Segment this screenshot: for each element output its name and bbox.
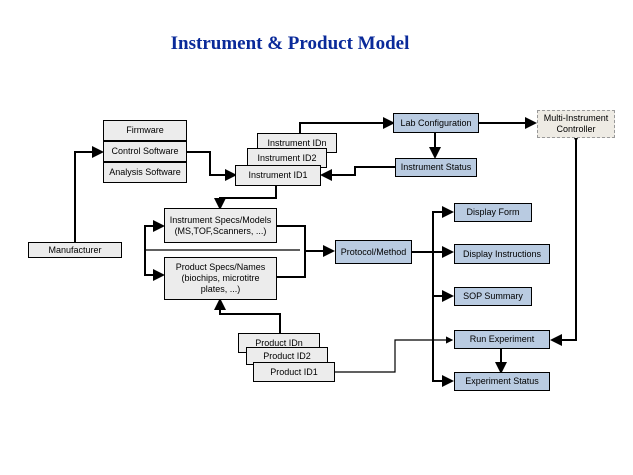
manufacturer-box: Manufacturer: [28, 242, 122, 258]
instrument-specs-box: Instrument Specs/Models (MS,TOF,Scanners…: [164, 208, 277, 243]
instrument-status-box: Instrument Status: [395, 158, 477, 177]
wire-controller-run: [550, 130, 582, 346]
wire-manufacturer-control: [74, 146, 104, 243]
wire-protocol-bus: [412, 206, 454, 253]
run-experiment-box: Run Experiment: [454, 330, 550, 349]
wire-productid1-run: [335, 336, 454, 373]
wire-idn-lab: [299, 117, 395, 133]
product-specs-box: Product Specs/Names (biochips, microtitr…: [164, 257, 277, 300]
wire-manufacturer-specs: [144, 220, 165, 250]
wire-manufacturer-product: [144, 250, 165, 281]
analysis-software-box: Analysis Software: [103, 162, 187, 183]
control-software-box: Control Software: [103, 141, 187, 162]
lab-configuration-box: Lab Configuration: [393, 113, 479, 133]
wire-id1-specs: [214, 186, 277, 210]
product-id1-box: Product ID1: [253, 362, 335, 382]
protocol-method-box: Protocol/Method: [335, 240, 412, 264]
wire-control-id1: [185, 151, 237, 181]
diagram-title: Instrument & Product Model: [170, 33, 410, 54]
multi-instrument-controller-box: Multi-Instrument Controller: [537, 110, 615, 138]
wire-product-protocol: [277, 251, 306, 278]
display-form-box: Display Form: [454, 203, 532, 222]
instrument-id1-box: Instrument ID1: [235, 165, 321, 186]
wire-productidn-specs: [214, 298, 281, 333]
firmware-box: Firmware: [103, 120, 187, 141]
wire-status-id1: [320, 166, 395, 181]
experiment-status-box: Experiment Status: [454, 372, 550, 391]
display-instructions-box: Display Instructions: [454, 244, 550, 264]
sop-summary-box: SOP Summary: [454, 287, 532, 306]
wire-specs-protocol: [277, 225, 335, 257]
